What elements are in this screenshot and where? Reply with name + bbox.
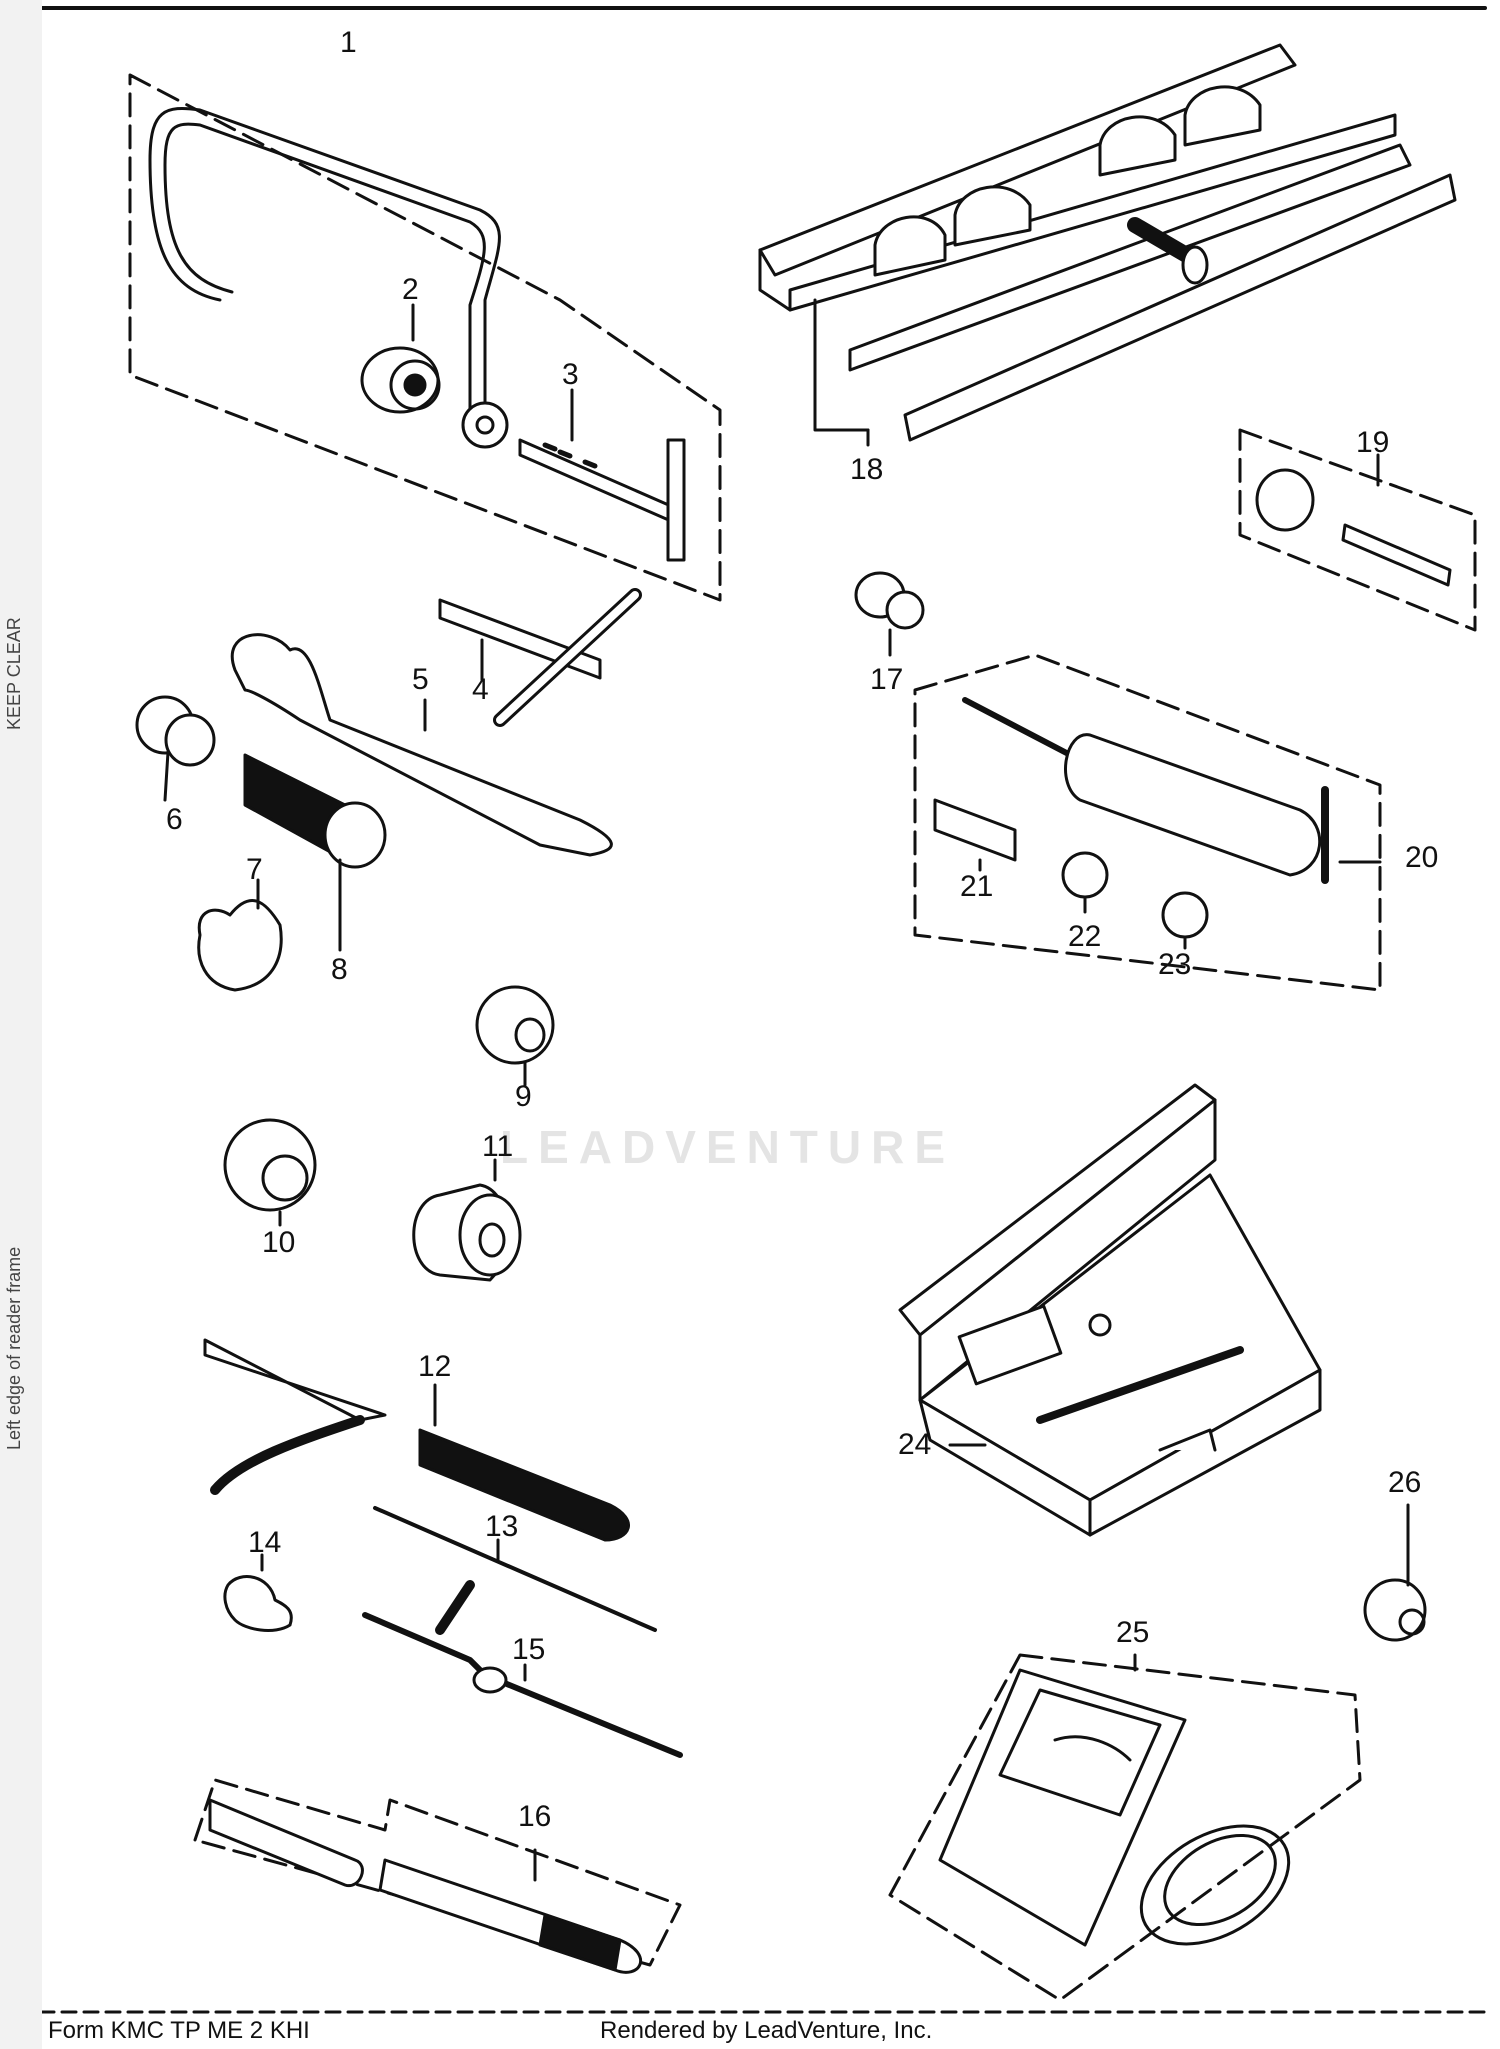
part-14-plug (223, 1553, 293, 1632)
callout-19: 19 (1356, 426, 1390, 459)
callout-12: 12 (418, 1350, 452, 1383)
callout-6: 6 (166, 803, 183, 836)
part-23-adapter (1161, 891, 1209, 950)
callout-4: 4 (472, 673, 489, 706)
part-20-slide-hammer-set (913, 653, 1382, 992)
footer-rendered-by: Rendered by LeadVenture, Inc. (600, 2017, 933, 2044)
callout-9: 9 (515, 1080, 532, 1113)
callout-18: 18 (850, 453, 884, 486)
side-note-keep-clear: KEEP CLEAR (4, 617, 24, 730)
callout-11: 11 (482, 1130, 514, 1163)
callout-21: 21 (960, 870, 994, 903)
part-17-fitting (854, 571, 925, 657)
watermark: LEADVENTURE (500, 1121, 956, 1173)
part-11-sleeve (412, 1158, 522, 1282)
part-21-shaft (933, 798, 1017, 872)
callout-26: 26 (1388, 1466, 1422, 1499)
callout-22: 22 (1068, 920, 1102, 953)
callout-23: 23 (1158, 948, 1192, 981)
part-4-t-wrench (438, 588, 642, 727)
part-2-socket (360, 303, 441, 414)
callout-17: 17 (870, 663, 904, 696)
callout-16: 16 (518, 1800, 552, 1833)
part-26-nut (1363, 1503, 1427, 1642)
part-25-multimeter (888, 1653, 1362, 2002)
callout-8: 8 (331, 953, 348, 986)
callout-24: 24 (898, 1428, 932, 1461)
callout-14: 14 (248, 1526, 282, 1559)
part-8-knurled-handle (243, 753, 387, 952)
callout-3: 3 (562, 358, 579, 391)
callout-13: 13 (485, 1510, 519, 1543)
part-1-tool-bag-set (128, 73, 722, 602)
part-15-puller (362, 1580, 683, 1758)
callout-2: 2 (402, 273, 419, 306)
part-10-pulley (223, 1118, 317, 1227)
part-16-screwdriver-set (193, 1778, 682, 1974)
callout-20: 20 (1405, 841, 1439, 874)
part-7-cap (197, 878, 283, 992)
part-22-adapter (1061, 851, 1109, 914)
callout-10: 10 (262, 1226, 296, 1259)
footer-form-code: Form KMC TP ME 2 KHI (48, 2017, 310, 2044)
callout-25: 25 (1116, 1616, 1150, 1649)
part-24-tester-case (898, 1083, 1322, 1537)
part-19-adapter-set (1238, 428, 1477, 632)
callout-7: 7 (246, 853, 263, 886)
part-12-pliers (203, 1338, 630, 1542)
callout-1: 1 (340, 26, 357, 59)
part-6-adapter (135, 695, 216, 802)
part-5-hook-spanner (230, 633, 613, 857)
callout-5: 5 (412, 663, 429, 696)
callout-15: 15 (512, 1633, 546, 1666)
part-9-bushing (475, 985, 555, 1087)
part-13-rod (373, 1506, 657, 1632)
part-18-carburetor-rack (758, 43, 1457, 447)
side-note-reader-frame: Left edge of reader frame (4, 1246, 24, 1450)
part-3-t-handle (518, 388, 686, 562)
